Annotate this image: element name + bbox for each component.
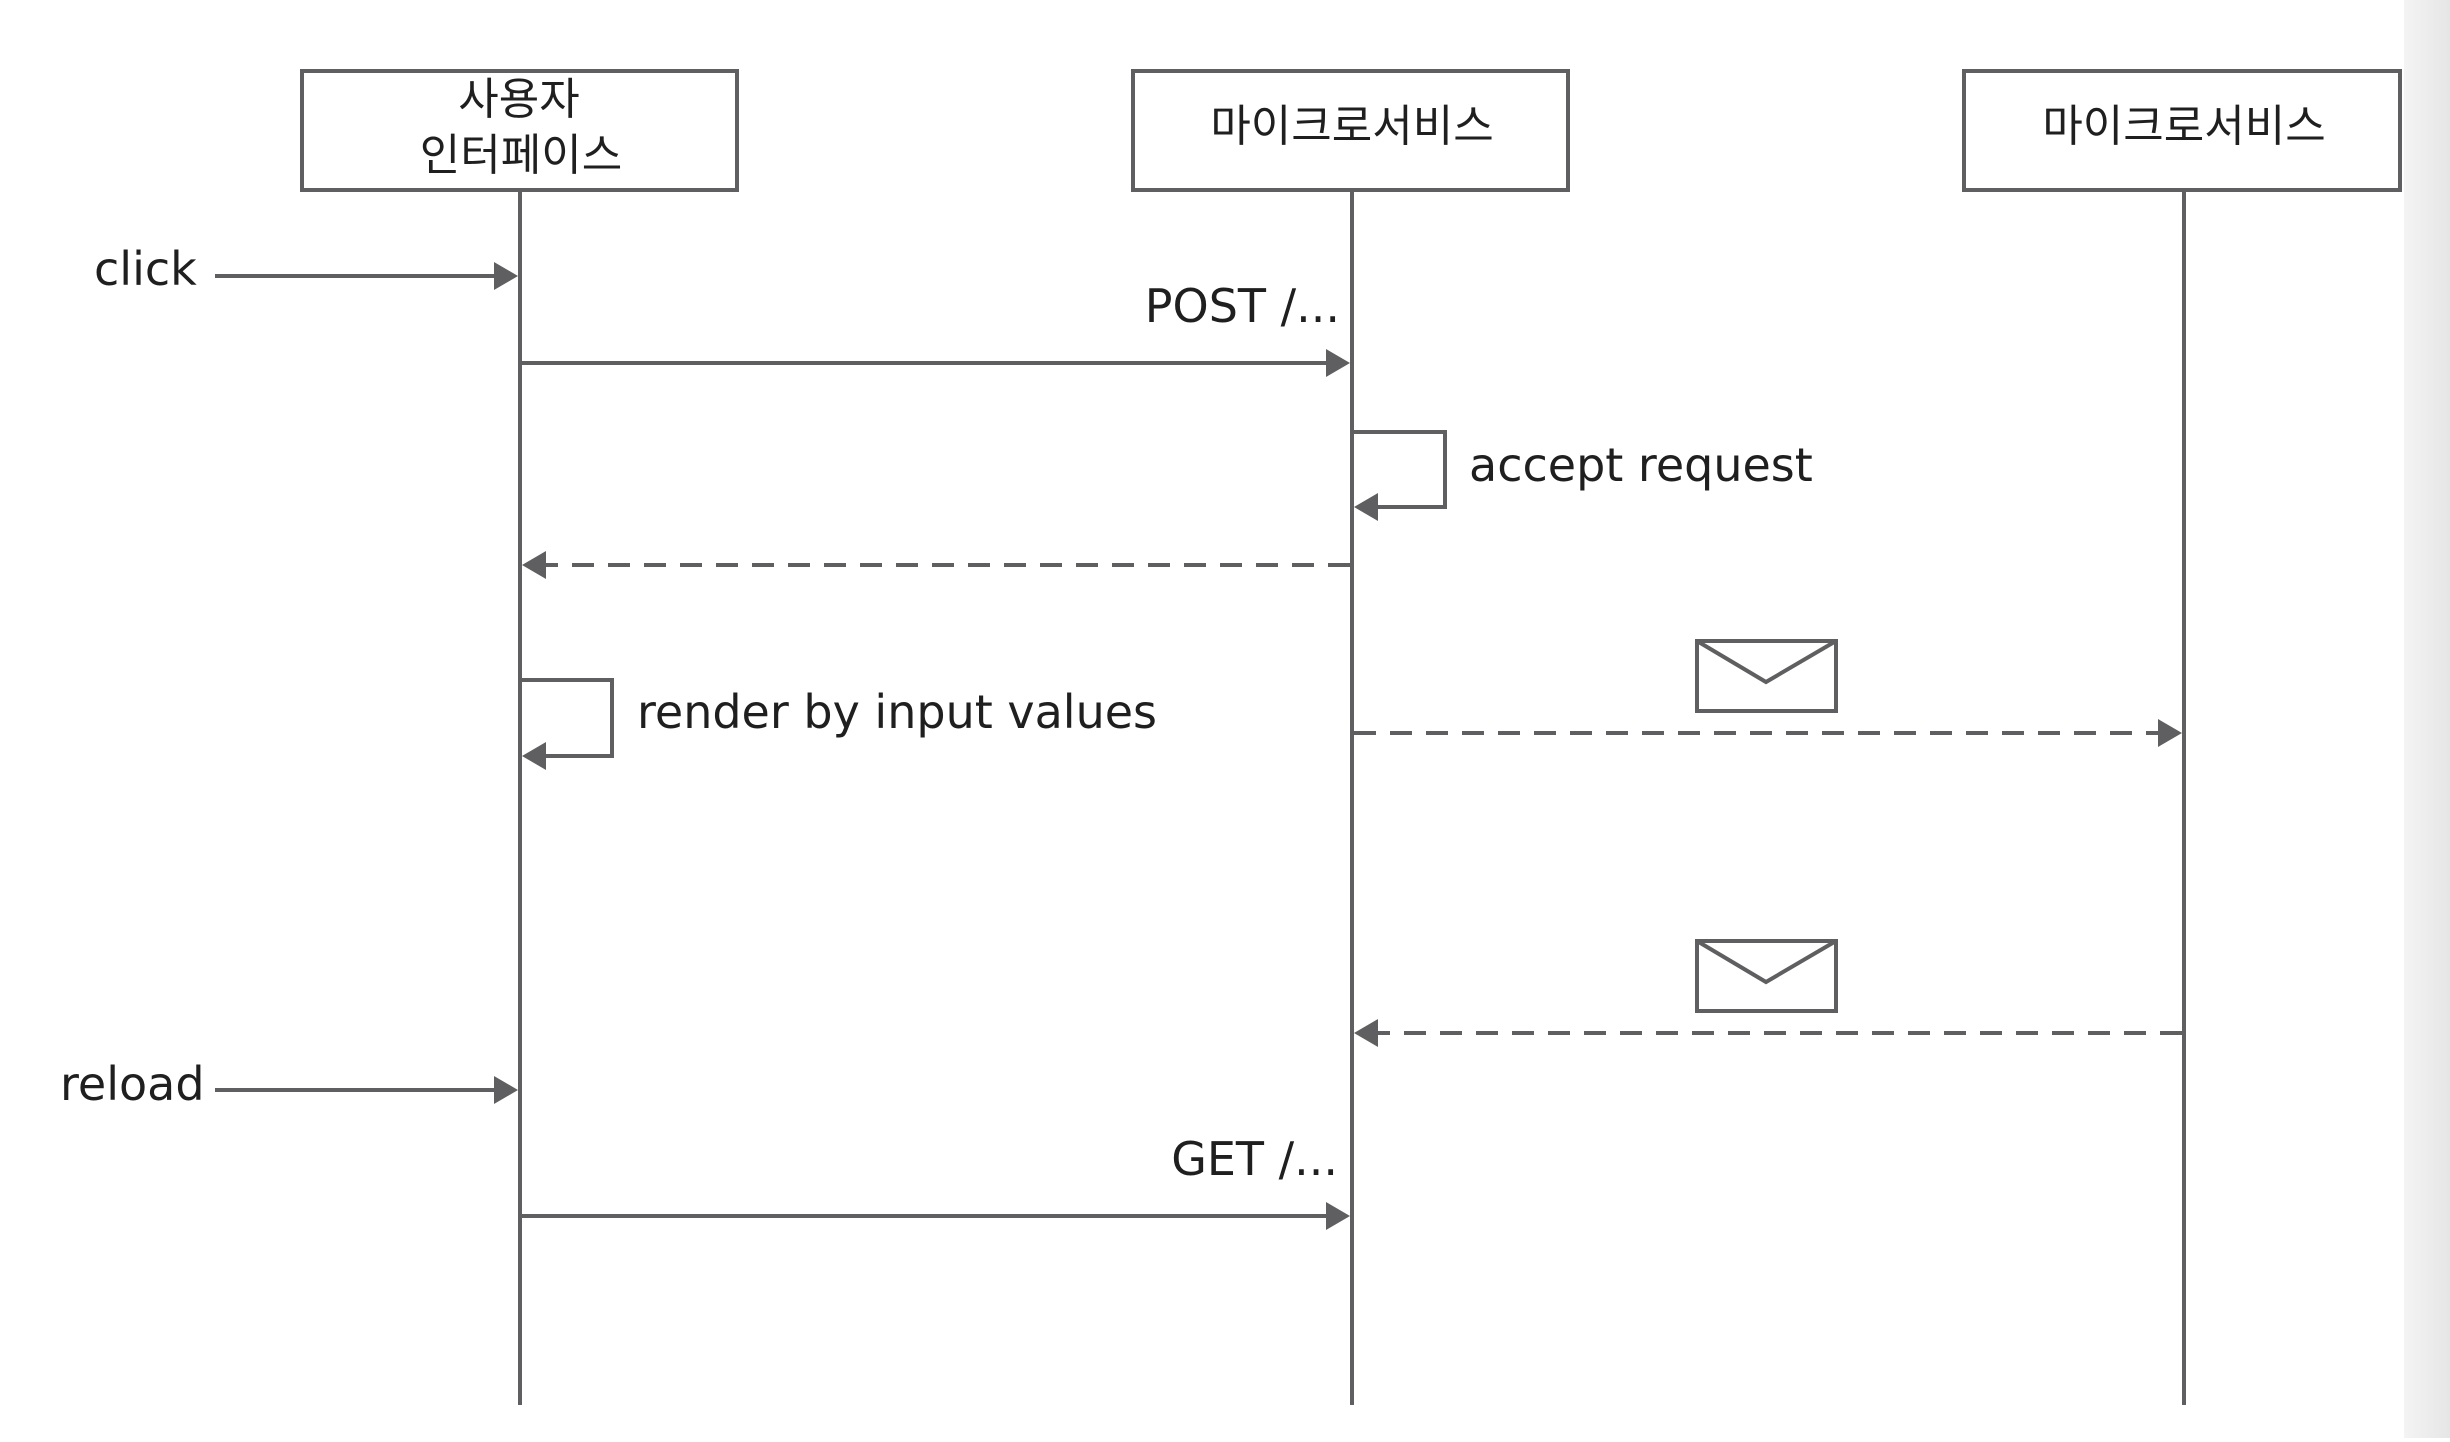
participant-ui-label-line2: 인터페이스 <box>420 130 622 181</box>
message-post-label: POST /... <box>1145 279 1340 333</box>
async-in-arrowhead <box>1354 1019 1378 1047</box>
self-call-render-arrowhead <box>522 742 546 770</box>
response-arrowhead <box>522 551 546 579</box>
envelope-icon <box>1695 939 1838 1013</box>
message-async-in <box>1354 939 2182 1047</box>
self-call-render-line <box>522 678 614 758</box>
message-response <box>522 551 1350 579</box>
message-post-arrowhead <box>1326 349 1350 377</box>
self-call-accept-arrowhead <box>1354 493 1378 521</box>
envelope-icon <box>1695 639 1838 713</box>
message-render: render by input values <box>522 678 1157 770</box>
participant-service-a-label: 마이크로서비스 <box>1210 101 1493 152</box>
message-async-out <box>1354 639 2182 747</box>
message-click-arrowhead <box>494 262 518 290</box>
message-get: GET /... <box>522 1132 1350 1230</box>
page-edge-shadow <box>2404 0 2450 1438</box>
participant-ui-box <box>300 69 739 192</box>
message-accept-request: accept request <box>1354 430 1813 521</box>
self-call-accept-line <box>1354 430 1447 509</box>
participant-service-a-box <box>1131 69 1570 192</box>
message-click: click <box>94 242 518 296</box>
message-accept-label: accept request <box>1469 438 1813 492</box>
message-reload: reload <box>60 1057 518 1111</box>
participant-service-a: 마이크로서비스 <box>1131 69 1570 192</box>
participant-service-b: 마이크로서비스 <box>1962 69 2402 192</box>
participant-ui-label-line1: 사용자 <box>458 74 579 125</box>
participant-service-b-box <box>1962 69 2402 192</box>
message-get-label: GET /... <box>1171 1132 1338 1186</box>
participant-service-b-label: 마이크로서비스 <box>2042 101 2325 152</box>
message-get-arrowhead <box>1326 1202 1350 1230</box>
message-render-label: render by input values <box>637 685 1157 739</box>
message-post: POST /... <box>522 279 1350 377</box>
async-out-arrowhead <box>2158 719 2182 747</box>
message-click-label: click <box>94 242 197 296</box>
message-reload-label: reload <box>60 1057 205 1111</box>
participant-ui: 사용자 인터페이스 <box>300 69 739 192</box>
message-reload-arrowhead <box>494 1076 518 1104</box>
